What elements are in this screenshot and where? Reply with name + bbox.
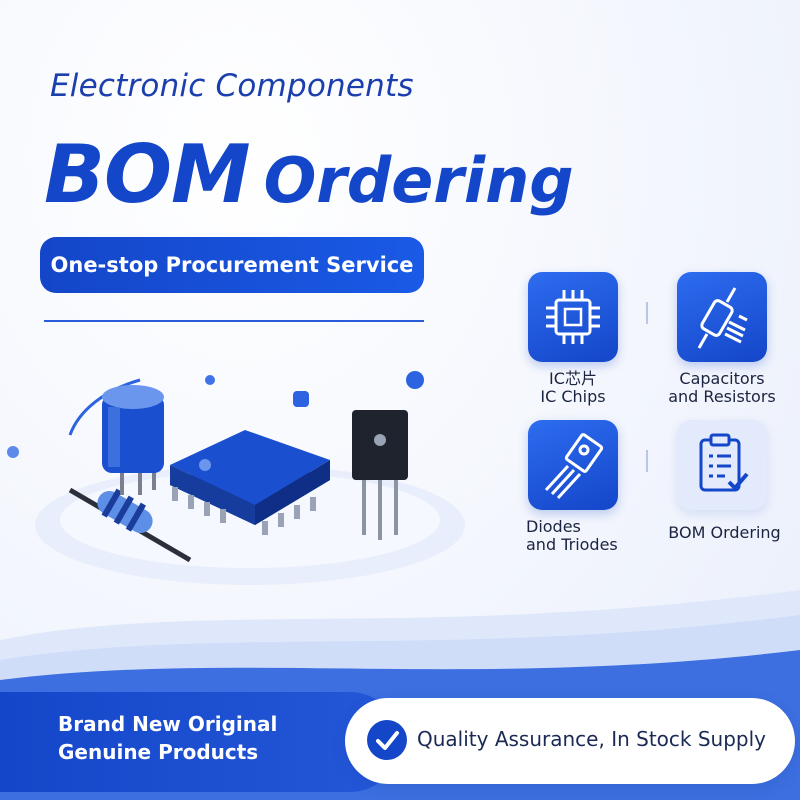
tile-diodes-triodes[interactable] — [528, 420, 618, 510]
check-circle-icon — [367, 720, 407, 760]
service-pill: One-stop Procurement Service — [40, 237, 424, 293]
kicker-title: Electronic Components — [50, 68, 414, 104]
footer-quality-badge: Quality Assurance, In Stock Supply — [345, 698, 795, 784]
components-illustration — [35, 378, 465, 585]
footer-left-line1: Brand New Original — [58, 712, 278, 736]
capacitor-illustration — [102, 385, 164, 495]
separator — [646, 302, 648, 324]
label-capacitors-resistors: Capacitors and Resistors — [668, 369, 776, 406]
tile-ic-chips[interactable] — [528, 272, 618, 362]
separator — [646, 450, 648, 472]
resistor-illustration — [68, 487, 192, 563]
divider-line — [44, 320, 424, 322]
resistor-icon — [697, 287, 748, 349]
chip-illustration — [170, 430, 330, 535]
transistor-illustration — [352, 410, 408, 540]
tile-capacitors-resistors[interactable] — [677, 272, 767, 362]
clipboard-check-icon — [699, 433, 749, 492]
label-bom-ordering: BOM Ordering — [668, 523, 781, 542]
transistor-icon — [544, 433, 604, 500]
footer-left-line2: Genuine Products — [58, 740, 259, 764]
label-diodes-triodes: Diodes and Triodes — [526, 517, 618, 554]
quality-text: Quality Assurance, In Stock Supply — [417, 727, 766, 751]
footer-genuine-banner: Brand New Original Genuine Products — [0, 692, 400, 792]
headline-ordering: Ordering — [263, 144, 574, 217]
headline-bom: BOM — [44, 128, 251, 221]
ic-chip-icon — [546, 290, 600, 344]
label-ic-chips: IC芯片 IC Chips — [540, 369, 606, 406]
tile-bom-ordering[interactable] — [677, 420, 767, 510]
